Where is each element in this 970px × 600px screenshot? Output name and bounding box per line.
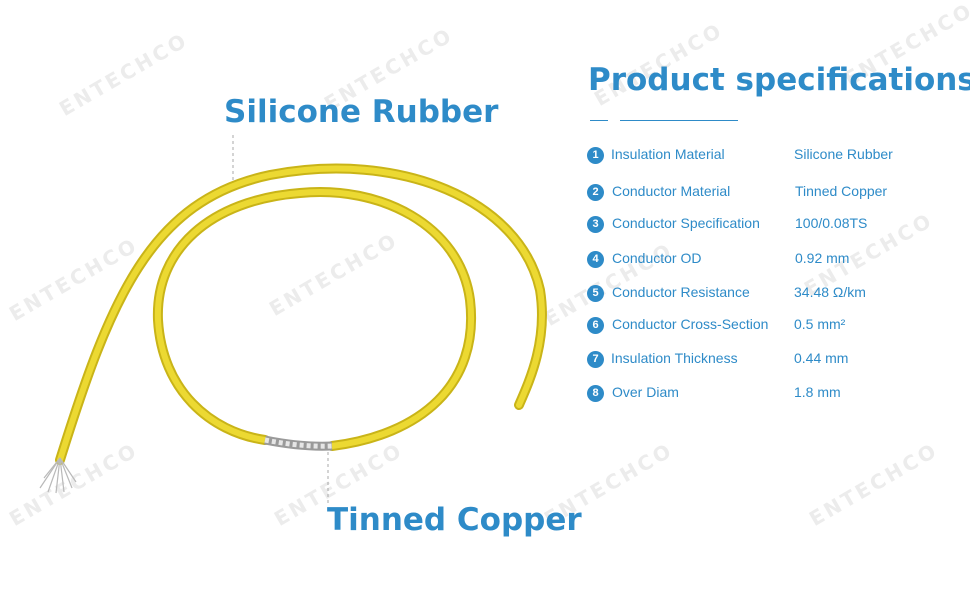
spec-label: Insulation Thickness — [611, 350, 738, 366]
wire-inner-loop-highlight — [154, 189, 475, 449]
spec-value: Silicone Rubber — [794, 146, 893, 162]
spec-label: Conductor Specification — [612, 215, 760, 231]
title-underline-short — [590, 120, 608, 121]
spec-label: Insulation Material — [611, 146, 725, 162]
spec-row: 7 Insulation Thickness 0.44 mm — [587, 350, 957, 372]
wire-inner-loop — [152, 187, 477, 451]
spec-number-badge: 8 — [587, 385, 604, 402]
spec-label: Conductor OD — [612, 250, 702, 266]
spec-row: 5 Conductor Resistance 34.48 Ω/km — [587, 284, 957, 306]
title-underline-long — [620, 120, 738, 121]
spec-number-badge: 7 — [587, 351, 604, 368]
tinned-copper-callout: Tinned Copper — [327, 502, 582, 538]
spec-value: 34.48 Ω/km — [794, 284, 866, 300]
spec-row: 3 Conductor Specification 100/0.08TS — [587, 215, 957, 237]
spec-label: Conductor Cross-Section — [612, 316, 769, 332]
spec-number-badge: 4 — [587, 251, 604, 268]
spec-row: 4 Conductor OD 0.92 mm — [587, 250, 957, 272]
spec-value: 1.8 mm — [794, 384, 841, 400]
wire-outer-insulation-highlight — [57, 165, 545, 463]
spec-value: Tinned Copper — [795, 183, 888, 199]
spec-title: Product specifications — [588, 62, 970, 98]
spec-value: 0.92 mm — [795, 250, 850, 266]
spec-number-badge: 3 — [587, 216, 604, 233]
spec-row: 2 Conductor Material Tinned Copper — [587, 183, 957, 205]
tinned-copper-strands — [264, 435, 333, 451]
spec-number-badge: 5 — [587, 285, 604, 302]
spec-value: 0.44 mm — [794, 350, 849, 366]
spec-row: 1 Insulation Material Silicone Rubber — [587, 146, 957, 168]
spec-label: Over Diam — [612, 384, 679, 400]
spec-number-badge: 6 — [587, 317, 604, 334]
spec-row: 6 Conductor Cross-Section 0.5 mm² — [587, 316, 957, 338]
spec-row: 8 Over Diam 1.8 mm — [587, 384, 957, 406]
spec-label: Conductor Resistance — [612, 284, 750, 300]
spec-label: Conductor Material — [612, 183, 731, 199]
silicone-rubber-callout: Silicone Rubber — [224, 94, 499, 130]
spec-value: 0.5 mm² — [794, 316, 846, 332]
spec-number-badge: 1 — [587, 147, 604, 164]
spec-value: 100/0.08TS — [795, 215, 868, 231]
spec-number-badge: 2 — [587, 184, 604, 201]
frayed-strand-end — [39, 457, 77, 494]
